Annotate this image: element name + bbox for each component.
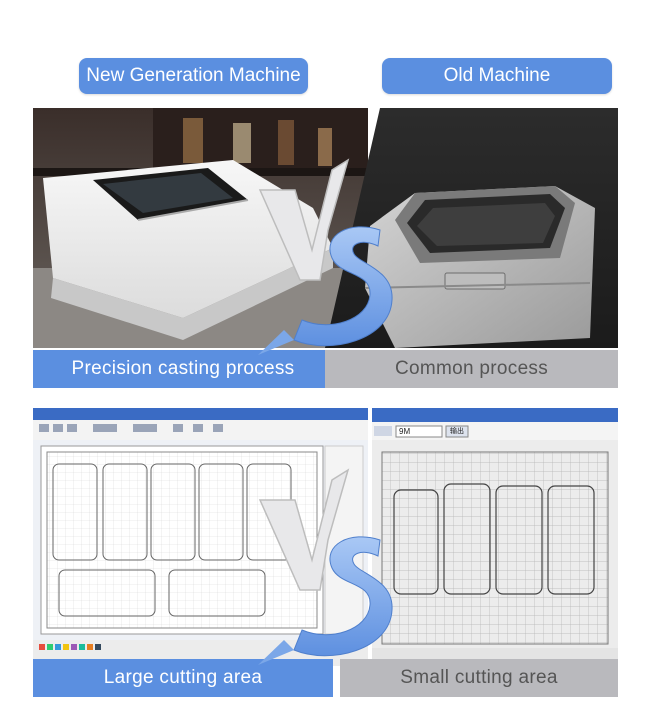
- large-cutting-caption: Large cutting area: [33, 659, 333, 697]
- new-machine-photo: [33, 108, 368, 348]
- common-process-caption: Common process: [325, 350, 618, 388]
- old-machine-photo: [325, 108, 618, 348]
- new-machine-label: New Generation Machine: [79, 58, 308, 94]
- output-button[interactable]: 输出: [450, 428, 464, 435]
- size-dropdown[interactable]: 9M: [399, 427, 411, 436]
- large-cutting-software: [33, 408, 368, 666]
- small-cutting-caption: Small cutting area: [340, 659, 618, 697]
- old-machine-label: Old Machine: [382, 58, 612, 94]
- precision-casting-caption: Precision casting process: [33, 350, 333, 388]
- small-cutting-software: 9M 输出: [372, 408, 618, 666]
